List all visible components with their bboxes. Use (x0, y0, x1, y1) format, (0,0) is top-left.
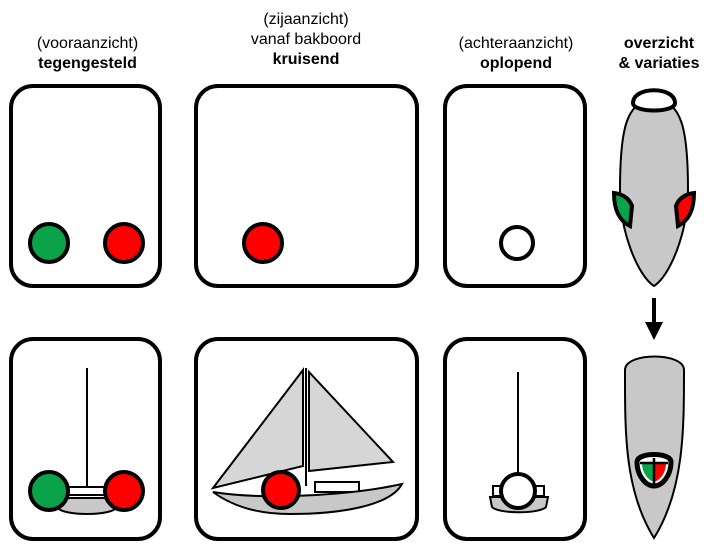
header-rear: (achteraanzicht) oplopend (436, 34, 596, 74)
red-light (242, 222, 284, 264)
header-side-sub: vanaf bakboord (250, 31, 362, 48)
header-rear-title: oplopend (480, 55, 552, 72)
panel-side-top (194, 84, 419, 288)
header-side-title: kruisend (272, 51, 340, 68)
white-light (499, 225, 535, 261)
header-overview-line2: & variaties (618, 55, 700, 72)
boat-rear-view (488, 372, 550, 514)
green-light (28, 222, 70, 264)
green-light (28, 470, 70, 512)
white-light (499, 472, 537, 510)
panel-rear-top (443, 84, 587, 288)
header-side-sub-top: (zijaanzicht) (263, 11, 349, 28)
header-overview: overzicht & variaties (604, 34, 714, 74)
header-overview-line1: overzicht (623, 35, 695, 52)
header-front-title: tegengesteld (38, 55, 137, 72)
header-front-sub: (vooraanzicht) (36, 35, 139, 52)
panel-rear-bottom (443, 337, 587, 541)
down-arrow-icon (645, 298, 663, 340)
green-sidelight (611, 190, 635, 230)
red-light (103, 222, 145, 264)
sailboat-side-view (210, 367, 404, 516)
overview-boat-bottom (623, 355, 686, 540)
red-light (261, 470, 301, 510)
red-light (103, 470, 145, 512)
overview-boat-top (611, 88, 697, 288)
header-front: (vooraanzicht) tegengesteld (10, 34, 165, 74)
stern-light (630, 88, 678, 113)
red-sidelight (673, 190, 697, 230)
header-rear-sub: (achteraanzicht) (458, 35, 574, 52)
header-side: (zijaanzicht) vanaf bakboord kruisend (196, 10, 416, 70)
boat-front-view (28, 368, 145, 515)
